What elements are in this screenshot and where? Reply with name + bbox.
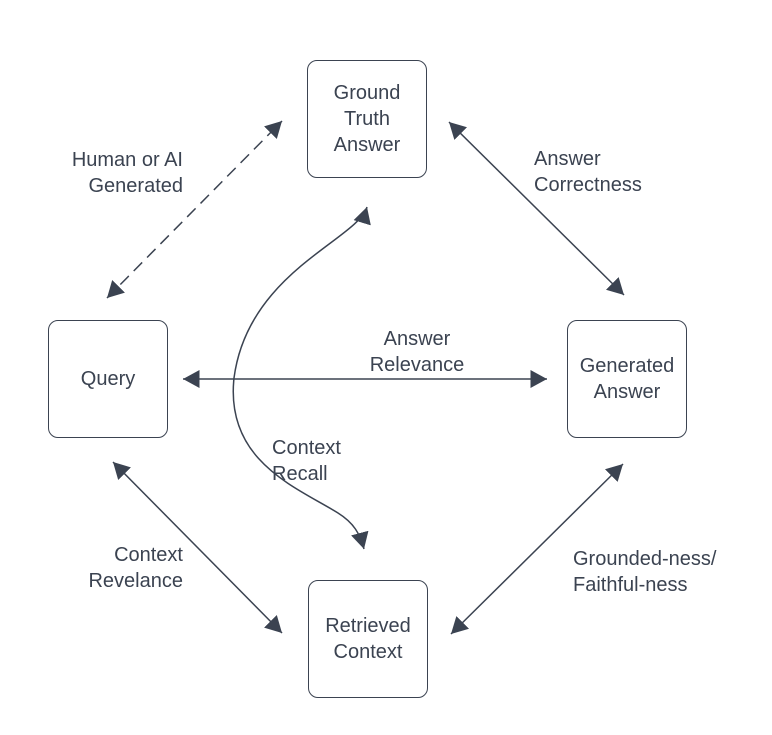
answer-relevance-label: Answer Relevance <box>369 328 465 376</box>
context-recall-label: Context Recall <box>272 437 341 485</box>
groundedness-faithfulness-arrow <box>450 463 624 635</box>
context-relevance-arrow <box>112 461 283 634</box>
context-relevance-label: Context Revelance <box>88 544 183 592</box>
ground-truth-answer-node: Ground Truth Answer <box>307 60 427 178</box>
groundedness-faithfulness-label: Grounded-ness/ Faithful-ness <box>573 548 717 596</box>
generated-answer-node: Generated Answer <box>567 320 687 438</box>
answer-correctness-arrow <box>448 121 625 296</box>
human-ai-generated-arrow <box>106 120 283 299</box>
context-recall-arrow <box>232 206 371 550</box>
human-ai-generated-label: Human or AI Generated <box>71 149 183 197</box>
retrieved-context-node: Retrieved Context <box>308 580 428 698</box>
answer-correctness-label: Answer Correctness <box>534 148 642 196</box>
query-node: Query <box>48 320 168 438</box>
